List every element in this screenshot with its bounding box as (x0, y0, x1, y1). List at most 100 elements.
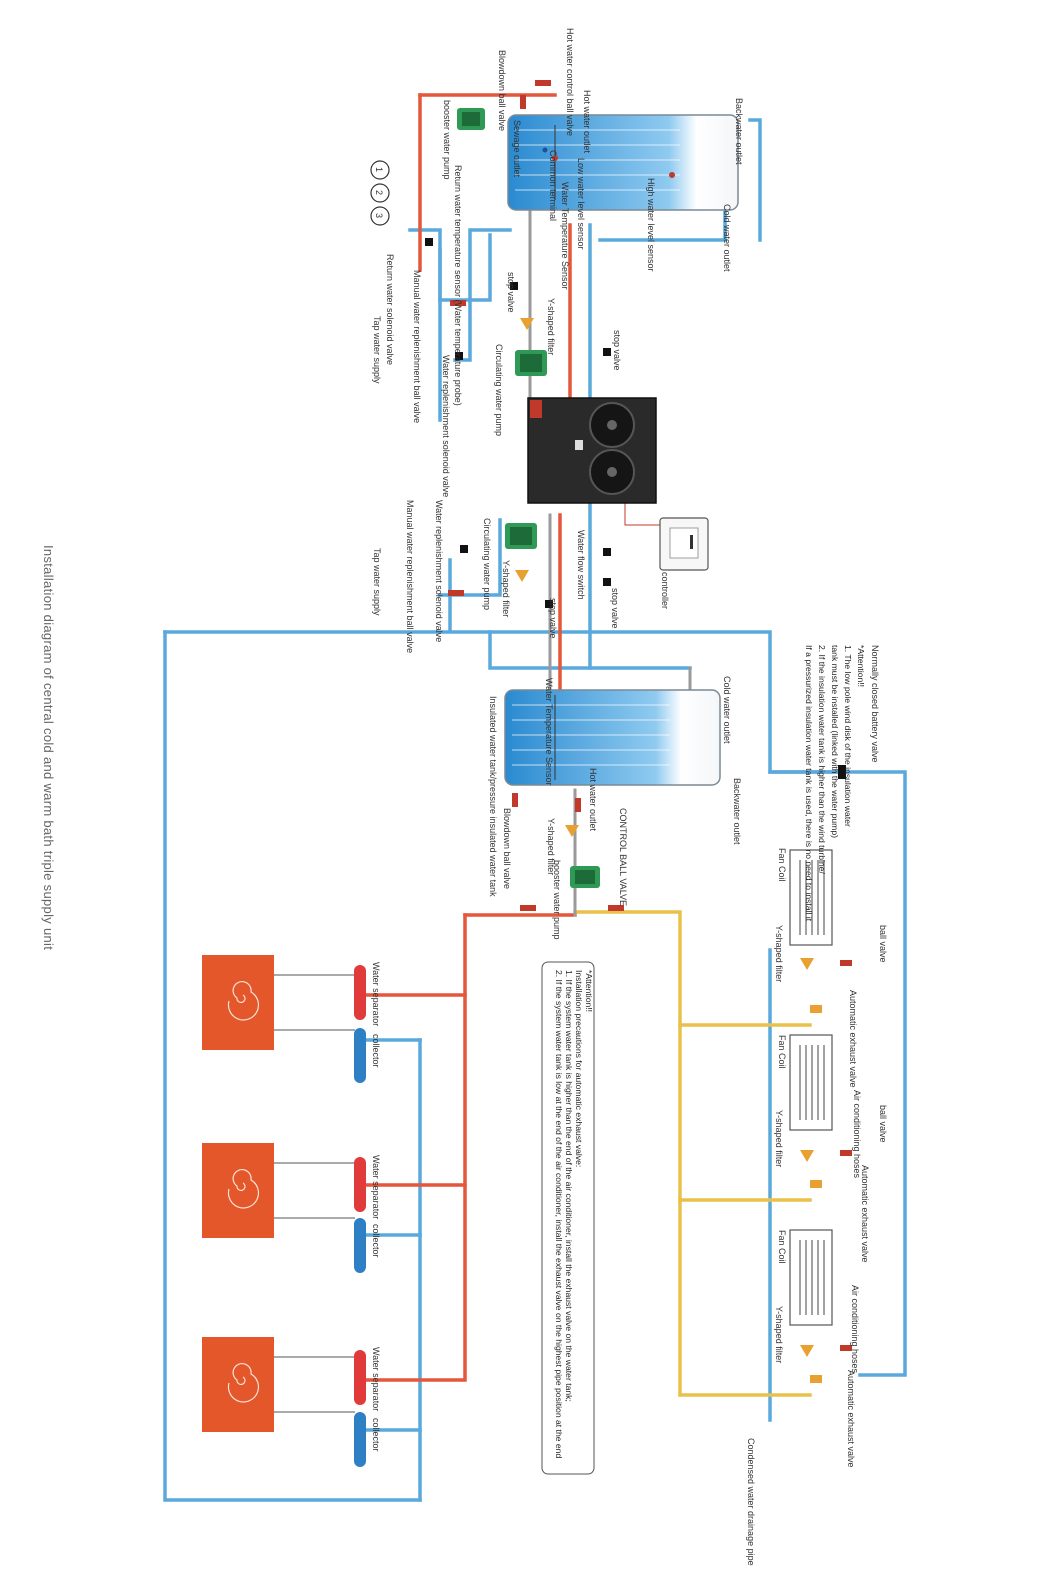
fan-coils (789, 849, 833, 1326)
exhaust-note: *Attention!!Installation precautions for… (554, 970, 594, 1458)
labels: Installation diagram of central cold and… (41, 28, 888, 1566)
label-blowdown-ball-valve-bottom: Blowdown ball valve (502, 808, 512, 889)
label-hot-water-control-ball-valve: Hot water control ball valve (565, 28, 575, 136)
label-return-water-solenoid-valve: Return water solenoid valve (385, 254, 395, 365)
exhaust-note-line-1: *Attention!! (584, 970, 594, 1012)
label-cold-water-outlet-top: Cold water outlet (722, 204, 732, 272)
fan-coil-1 (789, 849, 833, 946)
label-insulated-tank: Insulated water tank/pressure insulated … (488, 696, 498, 897)
label-control-ball-valve: CONTROL BALL VALVE (618, 808, 628, 906)
label-y-shaped-filter-fc-1: Y-shaped filter (774, 925, 784, 982)
fan-coil-3 (789, 1229, 833, 1326)
pressure-gauges (370, 160, 390, 226)
fan-coil-2 (789, 1034, 833, 1131)
label-hot-water-outlet-bottom: Hot water outlet (588, 768, 598, 832)
label-water-separator-3: Water separator (371, 1347, 381, 1411)
circulating-pump-1 (515, 350, 547, 376)
top-water-tank (507, 114, 739, 211)
label-y-shaped-filter-fc-3: Y-shaped filter (774, 1306, 784, 1363)
label-y-shaped-filter-1: Y-shaped filter (546, 298, 556, 355)
wind-note-line-3: tank must be installed (linked with the … (830, 645, 840, 838)
heat-pump-unit (527, 397, 657, 504)
label-blowdown-ball-valve-top: Blowdown ball valve (497, 50, 507, 131)
exhaust-note-line-4: 2. If the system water tank is low at th… (554, 970, 564, 1458)
label-low-water-level-sensor: Low water level sensor (576, 158, 586, 250)
label-ball-valve-1: ball valve (878, 925, 888, 963)
label-manual-replenishment-ball-valve-bottom: Manual water replenishment ball valve (405, 500, 415, 653)
exhaust-note-line-3: 1. If the system water tank is higher th… (564, 970, 574, 1402)
label-air-conditioning-hoses-2: Air conditioning hoses (850, 1285, 860, 1374)
label-water-temperature-sensor-top: Water Temperature Sensor (560, 182, 570, 290)
label-water-separator-2: Water separator (371, 1155, 381, 1219)
exhaust-note-line-2: Installation precautions for automatic e… (574, 970, 584, 1167)
label-y-shaped-filter-2: Y-shaped filter (501, 560, 511, 617)
floor-zone-3 (202, 1337, 366, 1467)
label-normally-closed-battery-valve: Normally closed battery valve (870, 645, 880, 763)
label-automatic-exhaust-valve-3: Automatic exhaust valve (846, 1370, 856, 1468)
label-fan-coil-2: Fan Coil (777, 1035, 787, 1069)
label-stop-valve-4: stop valve (548, 598, 558, 639)
wind-note-line-1: *Attention!! (856, 645, 866, 687)
label-circulating-water-pump-1: Circulating water pump (494, 344, 504, 436)
booster-pump-bottom (570, 866, 600, 888)
label-replenishment-solenoid-valve-top: Water replenishment solenoid valve (441, 355, 451, 497)
label-fan-coil-3: Fan Coil (777, 1230, 787, 1264)
label-collector-3: collector (371, 1418, 381, 1452)
label-manual-replenishment-ball-valve-top: Manual water replenishment ball valve (412, 270, 422, 423)
gauge-number-1: 1 (374, 167, 384, 172)
gauge-number-2: 2 (374, 190, 384, 195)
label-tap-water-supply-top: Tap water supply (372, 316, 382, 384)
label-high-water-level-sensor: High water level sensor (646, 178, 656, 272)
diagram-title: Installation diagram of central cold and… (41, 545, 56, 950)
gauge-number-3: 3 (374, 213, 384, 218)
label-backwater-outlet-bottom: Backwater outlet (732, 778, 742, 845)
yellow-pipes (573, 910, 812, 1397)
floor-zone-1 (202, 955, 366, 1083)
label-automatic-exhaust-valve-1: Automatic exhaust valve (848, 990, 858, 1088)
red-pipes (363, 93, 577, 1382)
label-collector-2: collector (371, 1224, 381, 1258)
label-stop-valve-2: stop valve (612, 330, 622, 371)
label-tap-water-supply-bottom: Tap water supply (372, 548, 382, 616)
label-fan-coil-1: Fan Coil (777, 848, 787, 882)
label-return-water-temperature-sensor: Return water temperature sensor (Water t… (453, 165, 463, 406)
booster-pump-top (457, 108, 485, 130)
label-ball-valve-2: ball valve (878, 1105, 888, 1143)
label-controller: controller (660, 572, 670, 609)
label-common-terminal: Common terminal (548, 150, 558, 221)
label-replenishment-solenoid-valve-bottom: Water replenishment solenoid valve (434, 500, 444, 642)
label-booster-water-pump-top: booster water pump (442, 100, 452, 180)
pumps (457, 108, 600, 888)
label-backwater-outlet-top: Backwater outlet (734, 98, 744, 165)
label-booster-water-pump-bottom: booster water pump (552, 860, 562, 940)
bottom-water-tank (504, 689, 721, 786)
wind-note-line-5: If a pressurized insulation water tank i… (804, 645, 814, 922)
label-water-separator-1: Water separator (371, 962, 381, 1026)
label-stop-valve-1: stop valve (506, 272, 516, 313)
wind-note-line-4: 2. If the insulation water tank is highe… (817, 645, 827, 874)
label-y-shaped-filter-fc-2: Y-shaped filter (774, 1110, 784, 1167)
wind-turbine-note: *Attention!!1. The low pole wind disk of… (804, 645, 866, 922)
label-water-temperature-sensor-bottom: Water Temperature Sensor (544, 678, 554, 786)
label-circulating-water-pump-2: Circulating water pump (482, 518, 492, 610)
controller-box (659, 517, 709, 571)
label-sewage-outlet: Sewage outlet (512, 120, 522, 178)
circulating-pump-2 (505, 523, 537, 549)
floor-zone-2 (202, 1143, 366, 1273)
wind-note-line-2: 1. The low pole wind disk of the insulat… (843, 645, 853, 827)
label-y-shaped-filter-3: Y-shaped filter (546, 818, 556, 875)
floor-heating-zones (202, 955, 366, 1467)
label-water-flow-switch: Water flow switch (576, 530, 586, 600)
label-cold-water-outlet-bottom: Cold water outlet (722, 676, 732, 744)
exhaust-note-box (541, 961, 595, 1475)
label-collector-1: collector (371, 1034, 381, 1068)
y-filters (515, 318, 814, 1357)
label-condensed-water-drainage: Condensed water drainage pipe (746, 1438, 756, 1566)
label-stop-valve-3: stop valve (610, 588, 620, 629)
label-automatic-exhaust-valve-2: Automatic exhaust valve (860, 1165, 870, 1263)
label-hot-water-outlet-top: Hot water outlet (582, 90, 592, 154)
valves (425, 80, 852, 1383)
label-air-conditioning-hoses-1: Air conditioning hoses (852, 1090, 862, 1179)
